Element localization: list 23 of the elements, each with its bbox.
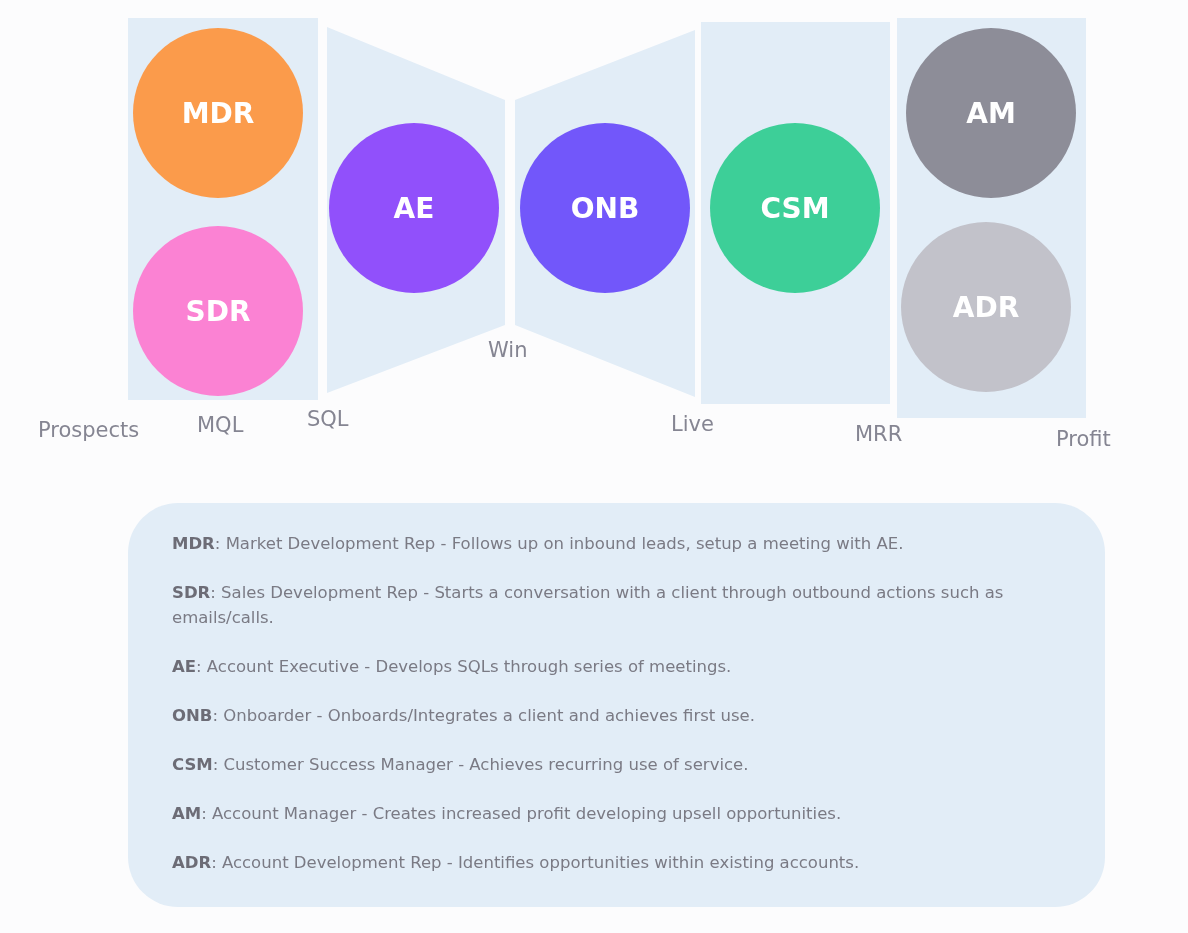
role-description: CSM: Customer Success Manager - Achieves recurring use of service. bbox=[172, 754, 750, 776]
role-description: ONB: Onboarder - Onboards/Integrates a client and achieves first use. bbox=[172, 705, 756, 727]
stage-band bbox=[897, 18, 1086, 418]
role-description: MDR: Market Development Rep - Follows up on inbound leads, setup a meeting with AE. bbox=[172, 533, 905, 555]
role-description: SDR: Sales Development Rep - Starts a conversation with a client through outbound actions such as emails/calls. bbox=[172, 582, 1005, 629]
stage-label: Live bbox=[671, 412, 714, 436]
stage-label: MRR bbox=[855, 422, 903, 446]
role-circle: AM bbox=[906, 28, 1076, 198]
role-circle: SDR bbox=[133, 226, 303, 396]
stage-label: MQL bbox=[197, 413, 244, 437]
stage-label: Profit bbox=[1056, 427, 1111, 451]
stage-label: Win bbox=[488, 338, 528, 362]
role-description: AM: Account Manager - Creates increased profit developing upsell opportunities. bbox=[172, 803, 843, 825]
stage-label: Prospects bbox=[38, 418, 140, 442]
role-circle: MDR bbox=[133, 28, 303, 198]
stage-label: SQL bbox=[307, 407, 349, 431]
role-description: ADR: Account Development Rep - Identifies opportunities within existing accounts. bbox=[172, 852, 861, 874]
panel-background bbox=[128, 503, 1105, 907]
role-description: AE: Account Executive - Develops SQLs through series of meetings. bbox=[172, 656, 733, 678]
role-circle: CSM bbox=[710, 123, 880, 293]
stage-band bbox=[128, 18, 318, 400]
role-circle: ADR bbox=[901, 222, 1071, 392]
stage-band bbox=[701, 22, 890, 404]
